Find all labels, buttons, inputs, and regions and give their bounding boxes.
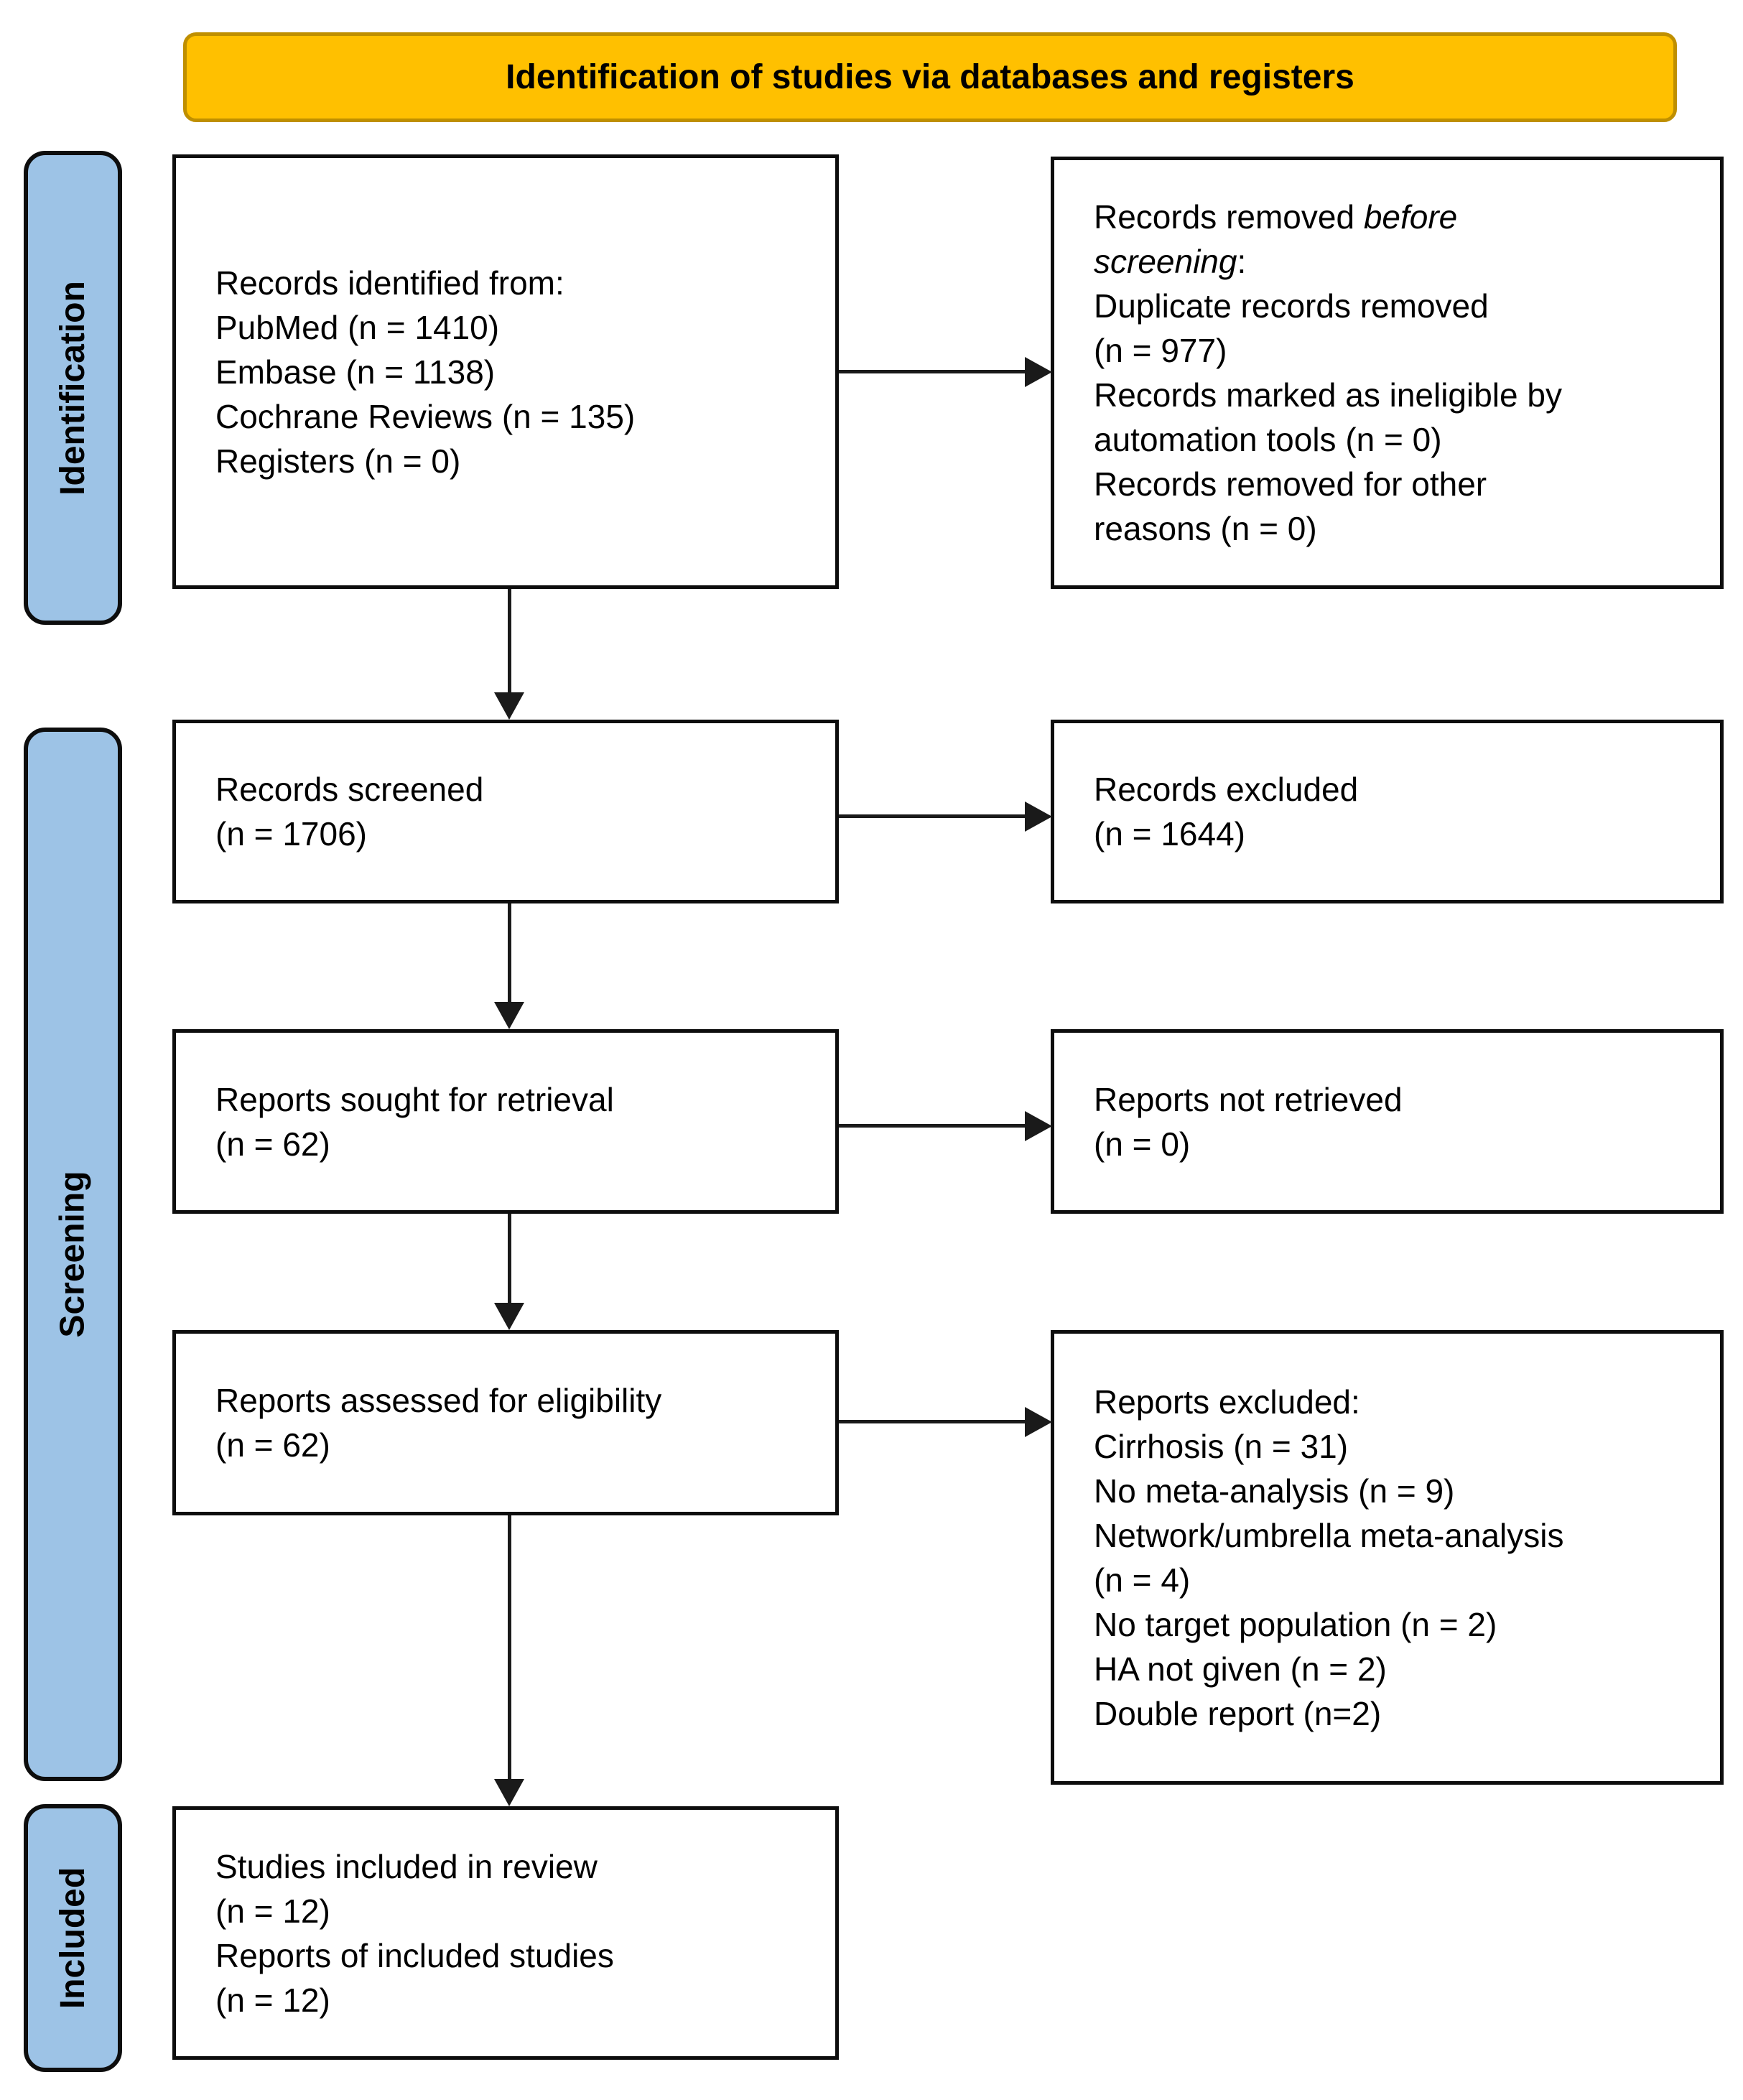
stage-label-identification: Identification bbox=[24, 151, 122, 625]
reports-excluded-no-target-population: No target population (n = 2) bbox=[1094, 1605, 1497, 1643]
duplicate-records-removed: Duplicate records removed bbox=[1094, 287, 1489, 325]
stage-label-identification-text: Identification bbox=[54, 280, 93, 496]
studies-included-count: (n = 12) bbox=[215, 1892, 330, 1930]
box-reports-assessed-for-eligibility: Reports assessed for eligibility (n = 62… bbox=[172, 1330, 839, 1515]
records-removed-heading-italic: before bbox=[1363, 198, 1458, 236]
reports-of-included-count: (n = 12) bbox=[215, 1981, 330, 2019]
reports-of-included-label: Reports of included studies bbox=[215, 1936, 614, 1974]
records-identified-cochrane: Cochrane Reviews (n = 135) bbox=[215, 397, 636, 435]
duplicate-records-count: (n = 977) bbox=[1094, 332, 1227, 369]
reports-sought-count: (n = 62) bbox=[215, 1125, 330, 1163]
records-removed-heading-line2: screening: bbox=[1094, 239, 1691, 284]
records-screened-count: (n = 1706) bbox=[215, 815, 367, 852]
reports-excluded-ha-not-given: HA not given (n = 2) bbox=[1094, 1650, 1387, 1688]
records-identified-embase: Embase (n = 1138) bbox=[215, 353, 496, 391]
records-excluded-count: (n = 1644) bbox=[1094, 815, 1245, 852]
records-identified-heading: Records identified from: bbox=[215, 264, 564, 302]
reports-not-retrieved-count: (n = 0) bbox=[1094, 1125, 1191, 1163]
box-records-screened: Records screened (n = 1706) bbox=[172, 720, 839, 903]
stage-label-included: Included bbox=[24, 1804, 122, 2072]
banner-title: Identification of studies via databases … bbox=[506, 58, 1354, 96]
arrow-sought-to-assessed-head bbox=[494, 1303, 524, 1330]
arrow-sought-to-not-retrieved-line bbox=[839, 1124, 1027, 1128]
reports-excluded-double-report: Double report (n=2) bbox=[1094, 1694, 1382, 1732]
records-ineligible-automation-2: automation tools (n = 0) bbox=[1094, 421, 1442, 458]
arrow-sought-to-not-retrieved-head bbox=[1025, 1111, 1052, 1141]
arrow-identified-to-screened-head bbox=[494, 692, 524, 720]
reports-assessed-count: (n = 62) bbox=[215, 1426, 330, 1464]
arrow-assessed-to-excluded-line bbox=[839, 1420, 1027, 1423]
arrow-screened-to-excluded-head bbox=[1025, 802, 1052, 832]
records-excluded-label: Records excluded bbox=[1094, 771, 1359, 808]
arrow-assessed-to-included-line bbox=[508, 1515, 511, 1781]
box-reports-sought-for-retrieval: Reports sought for retrieval (n = 62) bbox=[172, 1029, 839, 1214]
stage-label-screening: Screening bbox=[24, 728, 122, 1781]
studies-included-label: Studies included in review bbox=[215, 1847, 598, 1885]
arrow-screened-to-sought-head bbox=[494, 1002, 524, 1029]
records-removed-heading-italic2: screening bbox=[1094, 243, 1237, 280]
records-screened-label: Records screened bbox=[215, 771, 484, 808]
reports-excluded-network-umbrella-1: Network/umbrella meta-analysis bbox=[1094, 1516, 1564, 1554]
box-reports-not-retrieved: Reports not retrieved (n = 0) bbox=[1051, 1029, 1724, 1214]
stage-label-included-text: Included bbox=[54, 1867, 92, 2010]
box-records-identified: Records identified from: PubMed (n = 141… bbox=[172, 154, 839, 589]
arrow-screened-to-excluded-line bbox=[839, 814, 1027, 818]
arrow-identified-to-removed-head bbox=[1025, 357, 1052, 387]
banner: Identification of studies via databases … bbox=[183, 32, 1677, 122]
records-ineligible-automation-1: Records marked as ineligible by bbox=[1094, 376, 1562, 414]
records-removed-heading-normal: Records removed bbox=[1094, 198, 1364, 236]
box-studies-included: Studies included in review (n = 12) Repo… bbox=[172, 1806, 839, 2060]
reports-excluded-network-umbrella-2: (n = 4) bbox=[1094, 1561, 1191, 1599]
box-reports-excluded: Reports excluded: Cirrhosis (n = 31) No … bbox=[1051, 1330, 1724, 1785]
reports-excluded-heading: Reports excluded: bbox=[1094, 1383, 1360, 1421]
reports-not-retrieved-label: Reports not retrieved bbox=[1094, 1080, 1403, 1118]
arrow-sought-to-assessed-line bbox=[508, 1214, 511, 1305]
arrow-identified-to-removed-line bbox=[839, 370, 1027, 373]
box-records-excluded: Records excluded (n = 1644) bbox=[1051, 720, 1724, 903]
reports-excluded-no-meta-analysis: No meta-analysis (n = 9) bbox=[1094, 1472, 1455, 1510]
records-removed-other-1: Records removed for other bbox=[1094, 465, 1487, 503]
arrow-assessed-to-excluded-head bbox=[1025, 1407, 1052, 1437]
reports-excluded-cirrhosis: Cirrhosis (n = 31) bbox=[1094, 1427, 1349, 1465]
arrow-identified-to-screened-line bbox=[508, 589, 511, 695]
reports-assessed-label: Reports assessed for eligibility bbox=[215, 1382, 662, 1419]
reports-sought-label: Reports sought for retrieval bbox=[215, 1080, 614, 1118]
records-removed-heading-line1: Records removed before bbox=[1094, 195, 1691, 239]
records-identified-registers: Registers (n = 0) bbox=[215, 442, 461, 480]
records-removed-heading-colon: : bbox=[1237, 243, 1247, 280]
records-identified-pubmed: PubMed (n = 1410) bbox=[215, 308, 500, 346]
arrow-screened-to-sought-line bbox=[508, 903, 511, 1004]
arrow-assessed-to-included-head bbox=[494, 1779, 524, 1806]
box-records-removed-before-screening: Records removed before screening: Duplic… bbox=[1051, 157, 1724, 589]
stage-label-screening-text: Screening bbox=[54, 1171, 93, 1338]
records-removed-other-2: reasons (n = 0) bbox=[1094, 510, 1317, 547]
